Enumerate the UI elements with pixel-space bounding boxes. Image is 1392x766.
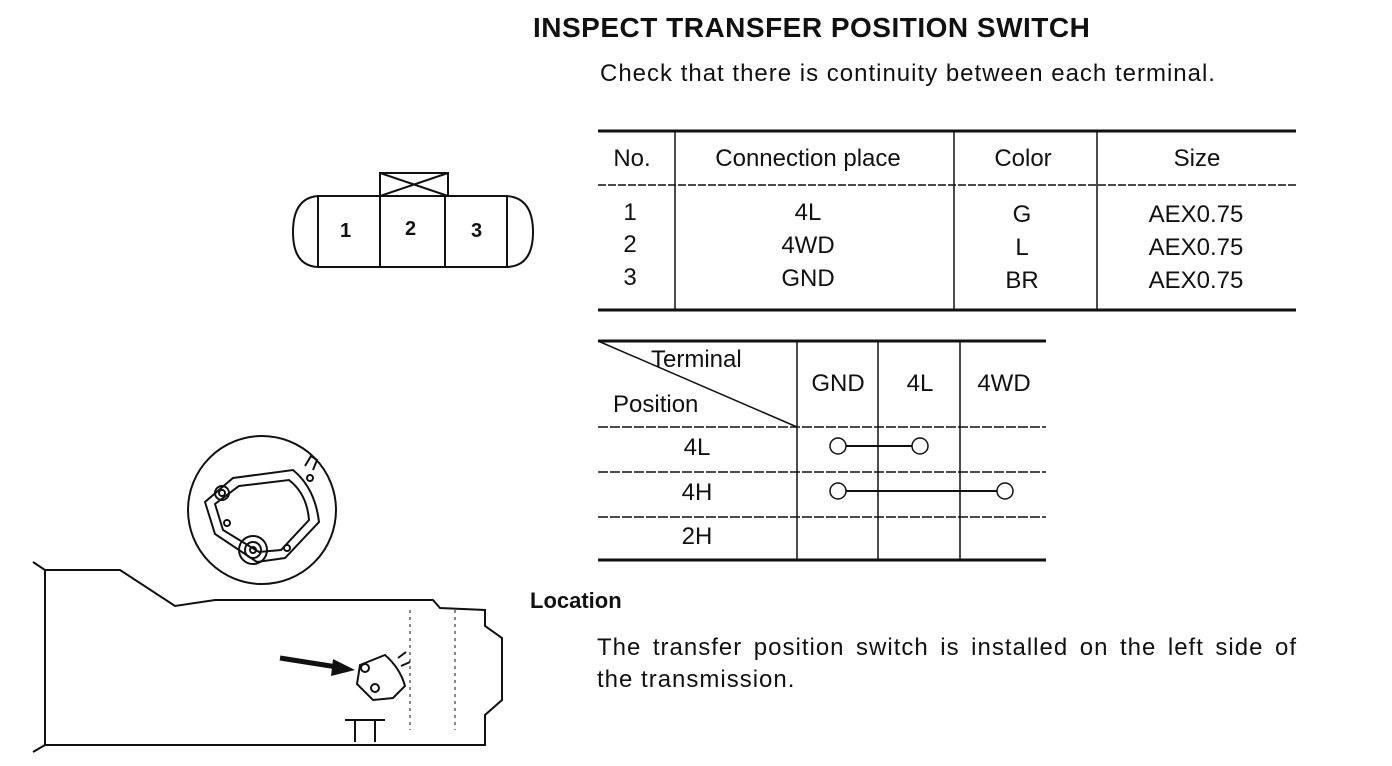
col-header-4wd: 4WD: [977, 370, 1031, 397]
continuity-terminal-4l-gnd: [829, 437, 847, 455]
terminal-2-label: 2: [405, 218, 417, 240]
row1-no: 1: [623, 199, 637, 226]
intro-text: Check that there is continuity between e…: [600, 60, 1216, 87]
row3-color: BR: [1005, 267, 1039, 294]
col-header-connection-place: Connection place: [715, 145, 901, 172]
col-header-4l: 4L: [906, 370, 934, 397]
continuity-terminal-4l-4l: [911, 437, 929, 455]
row3-size: AEX0.75: [1148, 267, 1244, 294]
row2-color: L: [1015, 234, 1029, 261]
row2-size: AEX0.75: [1148, 234, 1244, 261]
location-heading: Location: [530, 588, 622, 613]
position-row-4h: 4H: [681, 479, 713, 506]
continuity-terminal-4h-gnd: [829, 482, 847, 500]
col-header-size: Size: [1173, 145, 1221, 172]
corner-position-label: Position: [613, 391, 699, 418]
continuity-terminal-4h-4wd: [996, 482, 1014, 500]
col-header-no: No.: [613, 145, 651, 172]
connector-outline: [291, 172, 535, 268]
location-text: The transfer position switch is installe…: [597, 634, 1297, 693]
switch-closeup-illustration: [32, 435, 503, 753]
row2-connection: 4WD: [781, 232, 835, 259]
position-row-4l: 4L: [683, 434, 711, 461]
terminal-3-label: 3: [471, 220, 483, 242]
terminal-1-label: 1: [340, 220, 352, 242]
row3-no: 3: [623, 264, 637, 291]
position-row-2h: 2H: [681, 523, 713, 550]
continuity-table-grid: [597, 339, 1046, 562]
continuity-marks: [829, 437, 1014, 500]
corner-terminal-label: Terminal: [651, 346, 742, 373]
page-title: INSPECT TRANSFER POSITION SWITCH: [533, 12, 1091, 43]
row2-no: 2: [623, 231, 637, 258]
col-header-color: Color: [994, 145, 1052, 172]
col-header-gnd: GND: [811, 370, 865, 397]
row3-connection: GND: [781, 265, 835, 292]
row1-size: AEX0.75: [1148, 201, 1244, 228]
row1-color: G: [1012, 201, 1032, 228]
row1-connection: 4L: [794, 199, 822, 226]
wire-table-grid: [598, 129, 1296, 312]
